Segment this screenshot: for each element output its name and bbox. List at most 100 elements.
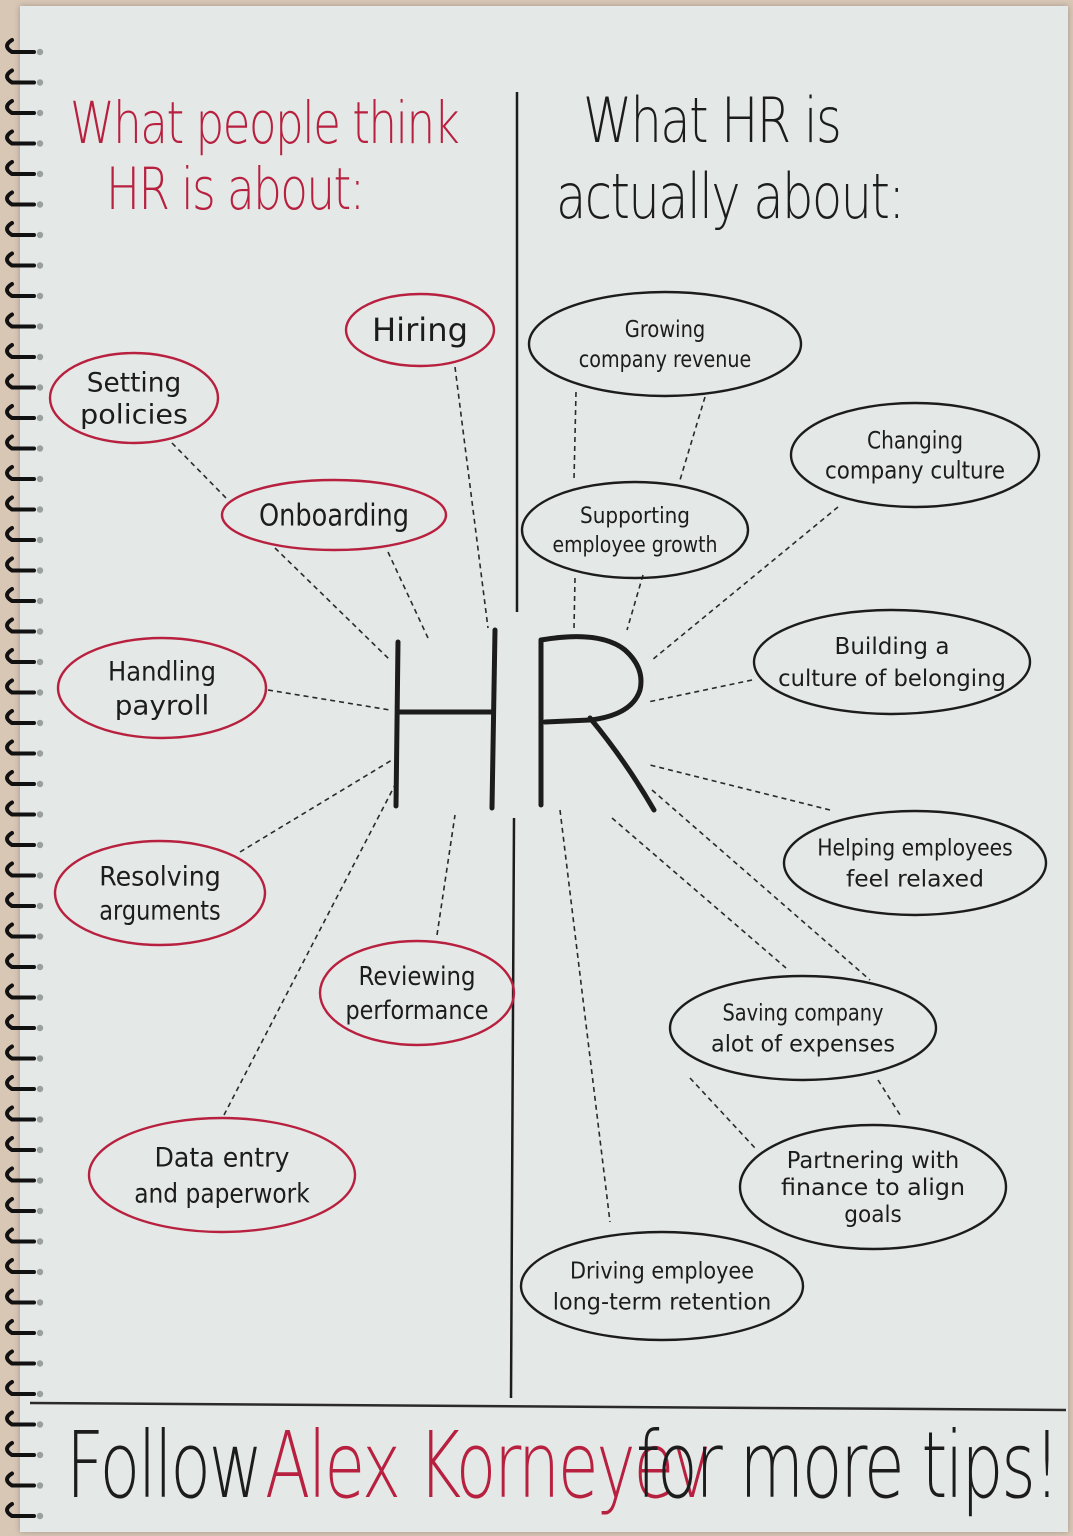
spiral-ring: [5, 1410, 36, 1427]
spiral-ring: [5, 1319, 36, 1335]
spiral-ring: [5, 1380, 36, 1396]
spiral-hole: [36, 780, 44, 788]
left-node-ellipse: [87, 1116, 357, 1234]
spiral-ring: [5, 1471, 36, 1488]
spiral-hole: [36, 902, 44, 910]
right-node-label: Partnering with: [787, 1148, 960, 1174]
left-node-ellipse: [56, 636, 268, 740]
right-node-label: Supporting: [580, 504, 690, 529]
spiral-hole: [36, 1360, 44, 1367]
spiral-ring: [5, 129, 36, 146]
spiral-ring: [5, 1044, 36, 1061]
spiral-hole: [36, 414, 44, 422]
spiral-ring: [5, 434, 36, 451]
spiral-ring: [5, 343, 36, 359]
right-node-label: Helping employees: [817, 836, 1013, 862]
spiral-hole: [36, 1207, 44, 1215]
connector-line-13: [647, 679, 753, 703]
spiral-hole: [36, 506, 44, 513]
spiral-ring: [5, 526, 36, 542]
right-node-ellipse: [782, 809, 1048, 917]
left-node-label: and paperwork: [134, 1178, 310, 1209]
right-node-label: finance to align: [781, 1175, 965, 1201]
spiral-ring: [5, 251, 36, 268]
spiral-ring: [5, 770, 36, 786]
spiral-hole: [36, 170, 44, 178]
spiral-hole: [36, 353, 44, 361]
right-node-ellipse: [738, 1123, 1008, 1251]
right-node-label: employee growth: [553, 533, 718, 558]
spiral-ring: [5, 99, 36, 115]
spiral-ring: [5, 1258, 36, 1274]
center-letter-h: [393, 627, 498, 811]
spiral-hole: [36, 475, 44, 483]
connector-line-1: [171, 442, 229, 501]
spiral-ring: [5, 861, 36, 878]
left-node-label: Data entry: [155, 1142, 290, 1173]
connector-line-15: [611, 817, 787, 969]
spiral-ring: [5, 617, 36, 634]
left-node-ellipse: [53, 839, 267, 947]
spiral-hole: [36, 658, 44, 666]
connector-line-4: [267, 689, 391, 711]
left-node-6: Data entry and paperwork: [87, 1116, 357, 1234]
spiral-hole: [36, 1055, 44, 1062]
spiral-ring: [5, 38, 36, 54]
left-node-label: Setting: [87, 367, 182, 398]
spiral-ring: [5, 587, 36, 603]
spiral-ring: [5, 892, 36, 908]
spiral-hole: [36, 872, 44, 879]
spiral-ring: [5, 312, 36, 329]
spiral-ring: [5, 678, 36, 695]
footer-divider: [29, 1401, 1067, 1412]
connector-line-14: [649, 764, 831, 811]
spiral-hole: [36, 811, 44, 818]
spiral-ring: [5, 495, 36, 512]
spiral-hole: [36, 1451, 44, 1459]
left-node-ellipse: [344, 292, 496, 368]
spiral-hole: [36, 933, 44, 940]
spiral-hole: [36, 1177, 44, 1184]
right-node-label: company culture: [825, 456, 1005, 484]
right-node-2: Supporting employee growth: [520, 480, 750, 580]
spiral-hole: [36, 597, 44, 605]
spiral-hole: [36, 536, 44, 544]
right-node-label: feel relaxed: [846, 867, 984, 893]
left-node-label: Handling: [108, 656, 216, 687]
connector-line-7: [436, 814, 456, 936]
spiral-ring: [5, 739, 36, 756]
left-node-label: arguments: [99, 895, 221, 926]
spiral-ring: [5, 160, 36, 176]
spiral-ring: [5, 404, 36, 420]
spiral-hole: [36, 1390, 44, 1398]
spiral-hole: [36, 1299, 44, 1306]
spiral-hole: [36, 79, 44, 86]
right-node-ellipse: [527, 290, 803, 398]
spiral-hole: [36, 109, 44, 117]
spiral-hole: [36, 628, 44, 635]
spiral-hole: [36, 445, 44, 452]
left-node-ellipse: [48, 351, 220, 445]
left-node-label: Hiring: [372, 311, 468, 349]
connector-line-11: [626, 574, 644, 631]
right-node-label: Growing: [625, 317, 706, 343]
spiral-hole: [36, 48, 44, 56]
spiral-hole: [36, 841, 44, 849]
connector-line-16: [559, 809, 611, 1223]
right-node-label: Driving employee: [570, 1259, 754, 1285]
right-node-label: Saving company: [723, 1001, 884, 1027]
spiral-ring: [5, 1349, 36, 1366]
right-node-label: culture of belonging: [778, 666, 1006, 692]
connector-line-6: [223, 784, 396, 1116]
connector-line-9: [679, 396, 706, 481]
spiral-ring: [5, 800, 36, 817]
spiral-ring: [5, 648, 36, 664]
connector-line-8: [573, 391, 577, 481]
